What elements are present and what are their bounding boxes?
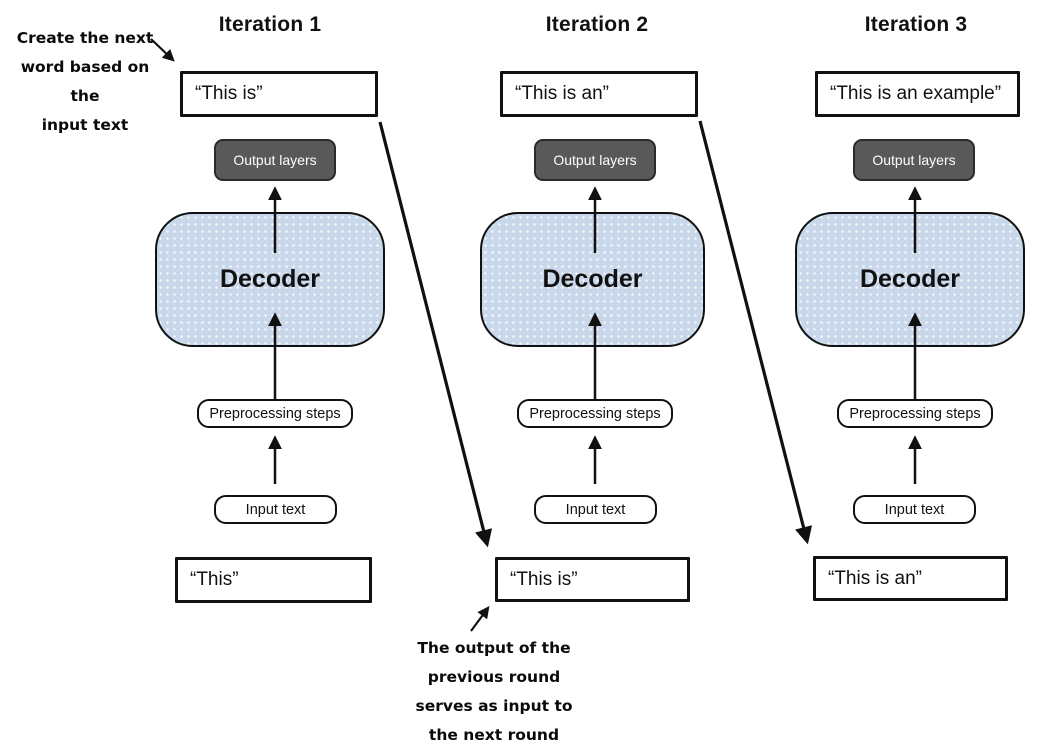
iteration-2-input-text-label: Input text xyxy=(565,501,626,518)
iteration-1-output-text: “This is” xyxy=(195,83,263,104)
iteration-3-input-text-label: Input text xyxy=(884,501,945,518)
iteration-2-decoder-box: Decoder xyxy=(480,212,705,347)
iteration-2-decoder-label: Decoder xyxy=(542,265,643,293)
iteration-3-input-text-box: Input text xyxy=(853,495,976,524)
iteration-2-title: Iteration 2 xyxy=(545,13,649,36)
iteration-2-preprocessing-label: Preprocessing steps xyxy=(529,405,661,422)
iteration-3-input-string: “This is an” xyxy=(828,567,922,589)
iteration-2-output-text: “This is an” xyxy=(515,83,609,104)
iteration-3-input-string-box: “This is an” xyxy=(813,556,1008,601)
iteration-3-decoder-label: Decoder xyxy=(859,265,961,293)
iteration-1-output-layers-label: Output layers xyxy=(233,152,317,168)
iteration-3-output-layers-label: Output layers xyxy=(872,152,956,168)
iteration-1-output-text-box: “This is” xyxy=(180,71,378,117)
iteration-1-input-string-box: “This” xyxy=(175,557,372,603)
iteration-2-output-layers-box: Output layers xyxy=(534,139,656,181)
iteration-1-preprocessing-box: Preprocessing steps xyxy=(197,399,353,428)
iteration-2-input-text-box: Input text xyxy=(534,495,657,524)
iteration-2-output-layers-label: Output layers xyxy=(553,152,637,168)
iteration-3-decoder-box: Decoder xyxy=(795,212,1025,347)
arrow-output1-to-input2 xyxy=(378,121,493,548)
iteration-2-preprocessing-box: Preprocessing steps xyxy=(517,399,673,428)
annotation-output-previous-round: The output of the previous round serves … xyxy=(415,639,573,744)
arrow-output2-to-input3 xyxy=(698,120,813,545)
iteration-1-decoder-label: Decoder xyxy=(219,265,321,293)
iteration-1-output-layers-box: Output layers xyxy=(214,139,336,181)
iteration-2-input-string-box: “This is” xyxy=(495,557,690,602)
arrow-annotation-bottom xyxy=(470,606,490,632)
iteration-3-preprocessing-box: Preprocessing steps xyxy=(837,399,993,428)
iteration-3-output-text: “This is an example” xyxy=(830,83,1002,104)
iteration-3-title: Iteration 3 xyxy=(864,13,968,36)
iteration-2-output-text-box: “This is an” xyxy=(500,71,698,117)
iteration-3-preprocessing-label: Preprocessing steps xyxy=(849,405,981,422)
annotation-create-next-word: Create the next word based on the input … xyxy=(16,29,154,134)
iteration-2-input-string: “This is” xyxy=(510,568,578,590)
iteration-1-title: Iteration 1 xyxy=(218,13,322,36)
iteration-1-input-text-label: Input text xyxy=(245,501,306,518)
iteration-1-preprocessing-label: Preprocessing steps xyxy=(209,405,341,422)
iteration-3-output-text-box: “This is an example” xyxy=(815,71,1020,117)
iteration-1-input-string: “This” xyxy=(190,569,239,590)
iteration-1-input-text-box: Input text xyxy=(214,495,337,524)
iteration-1-decoder-box: Decoder xyxy=(155,212,385,347)
iteration-3-output-layers-box: Output layers xyxy=(853,139,975,181)
